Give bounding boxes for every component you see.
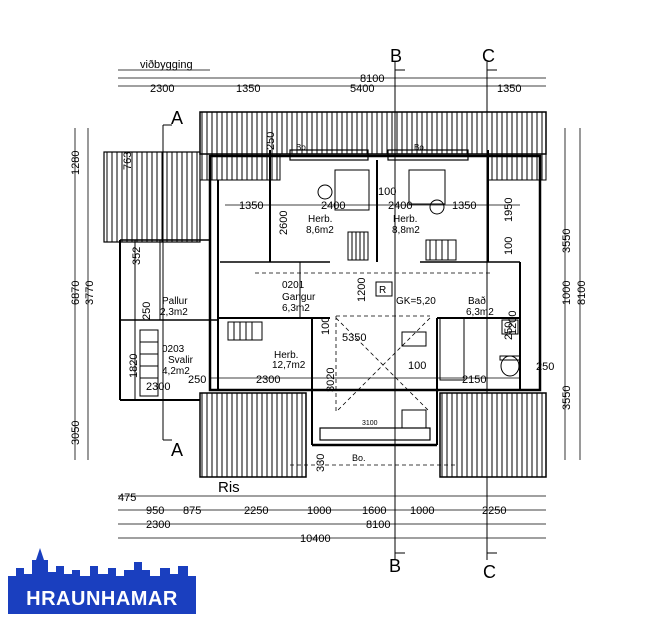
fixtures — [139, 169, 521, 429]
dim-right-3550b: 3550 — [561, 386, 573, 410]
logo-skyline — [8, 548, 196, 614]
section-b-top: B — [390, 46, 402, 66]
dim-in-352: 352 — [131, 247, 143, 265]
dim-bot-2250b: 2250 — [482, 505, 506, 517]
room-herb3-area: 12,7m2 — [272, 360, 306, 371]
room-herb2-area: 8,8m2 — [392, 225, 420, 236]
room-herb1-name: Herb. — [308, 214, 332, 225]
dim-in-100c: 100 — [320, 317, 332, 335]
dim-in-2300b: 2300 — [146, 381, 170, 393]
room-svalir-num: 0203 — [162, 344, 185, 355]
plan-title: Ris — [218, 479, 240, 496]
dashed-lines — [255, 272, 492, 466]
room-labels: Herb. 8,6m2 Herb. 8,8m2 Herb. 12,7m2 020… — [160, 143, 494, 463]
dim-in-250c: 250 — [188, 374, 206, 386]
dim-top-left: 2300 — [150, 83, 174, 95]
room-gangur-num: 0201 — [282, 280, 305, 291]
room-bo1: Bo. — [296, 143, 308, 152]
dim-in-250d: 250 — [536, 361, 554, 373]
dim-top-total: 8100 — [360, 73, 384, 85]
dim-bot-8100: 8100 — [366, 519, 390, 531]
dim-top-1350b: 1350 — [497, 83, 521, 95]
room-svalir-name: Svalir — [168, 355, 194, 366]
roof-bottom — [199, 392, 547, 478]
dim-in-2150: 2150 — [462, 374, 486, 386]
dim-bot-2250a: 2250 — [244, 505, 268, 517]
dim-bot-1000a: 1000 — [307, 505, 331, 517]
dim-bot-875: 875 — [183, 505, 201, 517]
dim-left-6870: 6870 — [70, 281, 82, 305]
dim-top-5400: 5400 — [350, 83, 374, 95]
dim-in-3100: 3100 — [362, 420, 378, 427]
dim-in-2600: 2600 — [278, 211, 290, 235]
dim-in-3020: 3020 — [325, 368, 337, 392]
section-a-bottom: A — [171, 440, 183, 460]
logo-text: HRAUNHAMAR — [26, 588, 178, 610]
room-svalir-area: 4,2m2 — [162, 366, 190, 377]
room-gangur-area: 6,3m2 — [282, 303, 310, 314]
dim-in-250b: 250 — [141, 302, 153, 320]
dim-in-330: 330 — [315, 454, 327, 472]
dim-left-1280: 1280 — [70, 151, 82, 175]
windows — [289, 149, 469, 441]
room-bo3: Bo. — [352, 453, 366, 463]
dimension-texts: viðbygging 8100 2300 1350 5400 1350 1280… — [70, 59, 588, 545]
dim-right-3550a: 3550 — [561, 229, 573, 253]
section-lines — [162, 62, 497, 560]
room-bad-area: 6,3m2 — [466, 307, 494, 318]
dim-bot-950: 950 — [146, 505, 164, 517]
roof-top — [199, 111, 547, 181]
room-r-mark: R — [379, 285, 386, 296]
dim-bot-1600: 1600 — [362, 505, 386, 517]
dim-in-1950: 1950 — [503, 198, 515, 222]
room-bad-name: Bað — [468, 295, 486, 307]
room-herb2-name: Herb. — [393, 214, 417, 225]
extension-roof — [103, 151, 201, 243]
dim-in-2400b: 2400 — [388, 200, 412, 212]
room-gk: GK=5,20 — [396, 296, 436, 307]
dim-bot-475: 475 — [118, 492, 136, 504]
dim-in-1350b: 1350 — [452, 200, 476, 212]
section-c-bottom: C — [483, 562, 496, 582]
dim-in-1350a: 1350 — [239, 200, 263, 212]
dim-in-250a: 250 — [265, 132, 277, 150]
dim-in-1200b: 1200 — [507, 311, 519, 335]
room-pallur-name: Pallur — [162, 296, 188, 307]
dim-in-2400a: 2400 — [321, 200, 345, 212]
dim-in-1820: 1820 — [128, 354, 140, 378]
room-herb3-name: Herb. — [274, 350, 298, 361]
section-b-bottom: B — [389, 556, 401, 576]
dim-left-3770: 3770 — [84, 281, 96, 305]
section-c-top: C — [482, 46, 495, 66]
dim-in-250e: 250 — [503, 322, 515, 340]
dim-top-1350a: 1350 — [236, 83, 260, 95]
dim-in-5350: 5350 — [342, 332, 366, 344]
dim-top-label: viðbygging — [140, 59, 193, 71]
dim-right-1000: 1000 — [561, 281, 573, 305]
dim-in-100b: 100 — [503, 237, 515, 255]
dim-bot-10400: 10400 — [300, 533, 331, 545]
room-gangur-name: Gangur — [282, 292, 316, 303]
dim-left-3050: 3050 — [70, 421, 82, 445]
dim-in-100d: 100 — [408, 360, 426, 372]
dim-left-763: 763 — [122, 152, 134, 170]
dim-in-2300: 2300 — [256, 374, 280, 386]
section-a-top: A — [171, 108, 183, 128]
dim-bot-1000b: 1000 — [410, 505, 434, 517]
dimension-lines — [74, 69, 581, 539]
dim-in-1200: 1200 — [356, 278, 368, 302]
dim-bot-2300: 2300 — [146, 519, 170, 531]
room-pallur-area: 2,3m2 — [160, 307, 188, 318]
section-letters: B C A A B C — [171, 46, 496, 582]
room-herb1-area: 8,6m2 — [306, 225, 334, 236]
room-bo2: Bo. — [414, 143, 426, 152]
dim-in-100a: 100 — [378, 186, 396, 198]
dim-right-8100: 8100 — [576, 281, 588, 305]
